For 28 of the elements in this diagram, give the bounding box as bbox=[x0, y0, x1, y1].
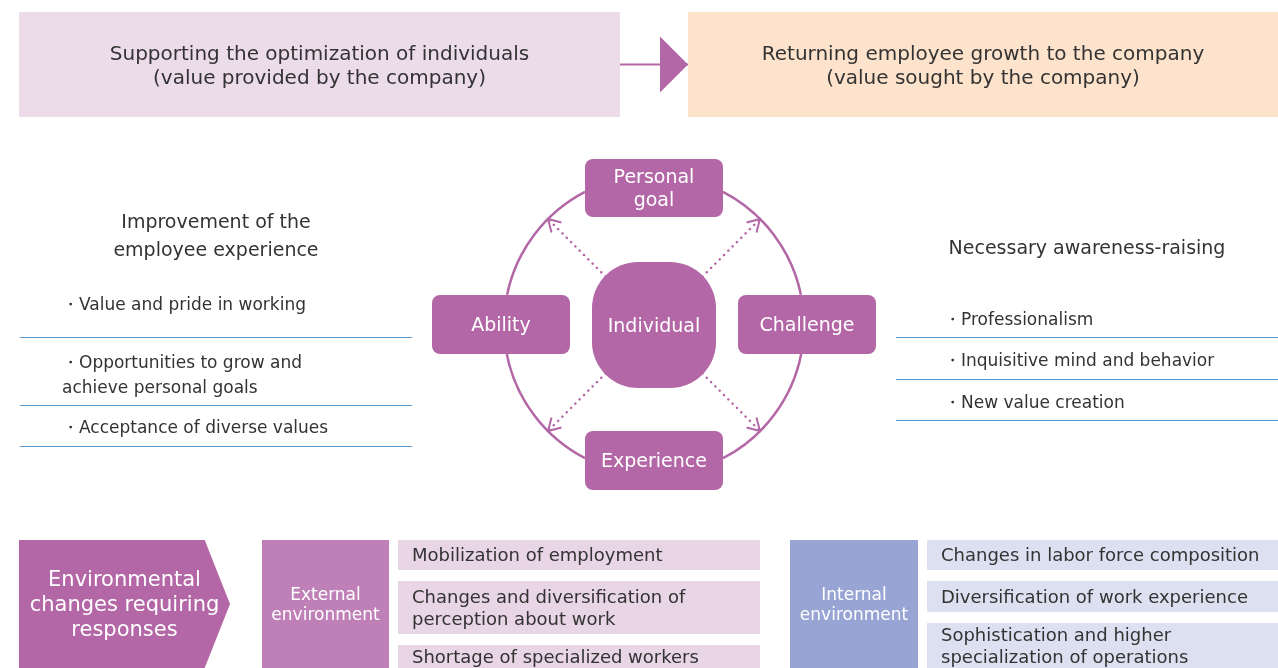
item-box: Mobilization of employment bbox=[398, 540, 760, 570]
list-item: ・Opportunities to grow and achieve personal goals bbox=[62, 351, 303, 399]
section-heading: Necessary awareness-raising bbox=[947, 235, 1227, 260]
factor-box: Challenge bbox=[738, 295, 876, 354]
ring-arc bbox=[505, 353, 586, 460]
factor-box: Personal goal bbox=[585, 159, 723, 217]
value-box: Supporting the optimization of individuals (value provided by the company) bbox=[19, 12, 620, 117]
center-node: Individual bbox=[592, 262, 716, 388]
item-box: Diversification of work experience bbox=[927, 581, 1278, 612]
list-item: ・Professionalism bbox=[944, 308, 1095, 331]
value-box: Returning employee growth to the company (value sought by the company) bbox=[688, 12, 1278, 117]
chevron-arrow bbox=[619, 36, 689, 93]
list-item: ・Acceptance of diverse values bbox=[62, 416, 330, 439]
item-box: Changes and diversification of perception about work bbox=[398, 581, 760, 634]
ring-arc bbox=[722, 190, 803, 296]
item-box: Changes in labor force composition bbox=[927, 540, 1278, 570]
factor-box: Ability bbox=[432, 295, 570, 354]
category-box: External environment bbox=[262, 540, 389, 668]
list-item: ・Value and pride in working bbox=[62, 293, 307, 316]
list-item: ・New value creation bbox=[944, 391, 1126, 414]
factor-box: Experience bbox=[585, 431, 723, 490]
ring-arc bbox=[722, 353, 803, 460]
section-heading: Improvement of the employee experience bbox=[112, 209, 320, 262]
ring-arc bbox=[505, 190, 586, 296]
item-box: Sophistication and higher specialization of operations bbox=[927, 623, 1278, 668]
category-box: Internal environment bbox=[790, 540, 918, 668]
list-item: ・Inquisitive mind and behavior bbox=[944, 349, 1216, 372]
item-box: Shortage of specialized workers bbox=[398, 645, 760, 668]
